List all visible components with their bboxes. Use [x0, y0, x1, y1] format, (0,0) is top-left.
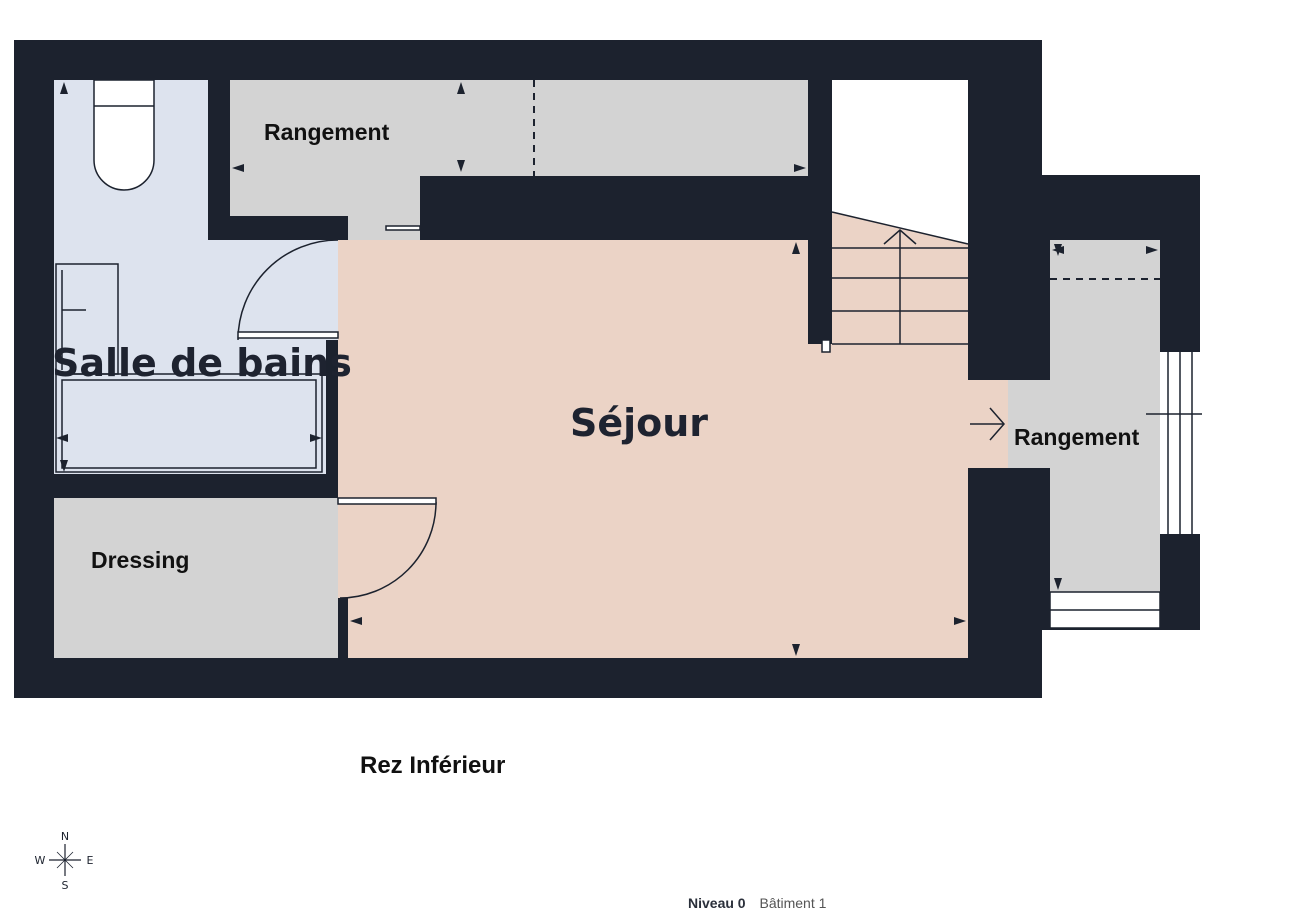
compass-south: S: [62, 879, 69, 892]
dim-marker: [56, 434, 68, 442]
storage-top-floor-ext: [230, 176, 420, 216]
dim-marker: [1054, 244, 1062, 256]
stair-slope-edge: [831, 211, 969, 245]
bathroom-door-leaf: [237, 331, 339, 339]
room-label-dressing: Dressing: [91, 547, 189, 573]
storage-door-leaf: [385, 225, 421, 231]
dim-marker: [794, 164, 806, 172]
dashed-lines: [533, 80, 1160, 280]
dim-marker: [60, 82, 68, 94]
stair-arrow-icon: [883, 229, 917, 245]
dim-marker: [232, 164, 244, 172]
dressing-door-leaf: [337, 497, 437, 505]
dim-marker: [1054, 578, 1062, 590]
room-label-living: Séjour: [570, 401, 708, 445]
compass-rose-icon: N S E W: [35, 830, 94, 892]
footer-building: Bâtiment 1: [759, 895, 827, 911]
storage-top-floor: [230, 80, 808, 176]
compass-west: W: [35, 854, 46, 867]
dim-marker: [792, 242, 800, 254]
bathroom-door-swing: [237, 239, 339, 341]
bathtub-inner: [61, 379, 317, 469]
dressing-floor-door: [326, 498, 338, 598]
stair-void-slope: [832, 80, 968, 244]
dressing-door-swing: [339, 501, 437, 599]
dim-marker: [350, 617, 362, 625]
dim-marker: [60, 460, 68, 472]
staircase: [831, 211, 969, 345]
compass-north: N: [61, 830, 69, 843]
room-floors: [54, 80, 1161, 658]
footer-level: Niveau 0: [688, 895, 746, 911]
dim-marker: [792, 644, 800, 656]
bathroom-floor-middle: [54, 240, 338, 340]
toilet-icon: [93, 79, 155, 191]
room-label-storage-right: Rangement: [1014, 424, 1140, 450]
room-label-storage-top: Rangement: [264, 119, 390, 145]
compass-east: E: [87, 854, 94, 867]
passage-arrow-icon: [970, 407, 1005, 441]
footer: Niveau 0 Bâtiment 1: [688, 895, 826, 911]
storage-right-floor: [1050, 240, 1160, 592]
doors: [337, 225, 831, 599]
dim-marker: [1146, 246, 1158, 254]
storage-right-floor-ext: [1008, 380, 1050, 468]
dim-marker: [457, 160, 465, 172]
floor-caption: Rez Inférieur: [360, 752, 506, 779]
dim-marker: [954, 617, 966, 625]
living-floor: [338, 240, 968, 658]
window-right: [1146, 352, 1202, 534]
dimension-markers: [56, 82, 1158, 656]
room-label-bathroom: Salle de bains: [52, 341, 352, 385]
bathroom-fixtures: [55, 79, 339, 473]
dressing-floor: [54, 498, 338, 658]
dim-marker: [310, 434, 322, 442]
stair-post: [821, 339, 831, 353]
bathtub-icon: [55, 373, 323, 473]
dim-marker: [457, 82, 465, 94]
bathroom-floor-lower: [54, 340, 326, 474]
